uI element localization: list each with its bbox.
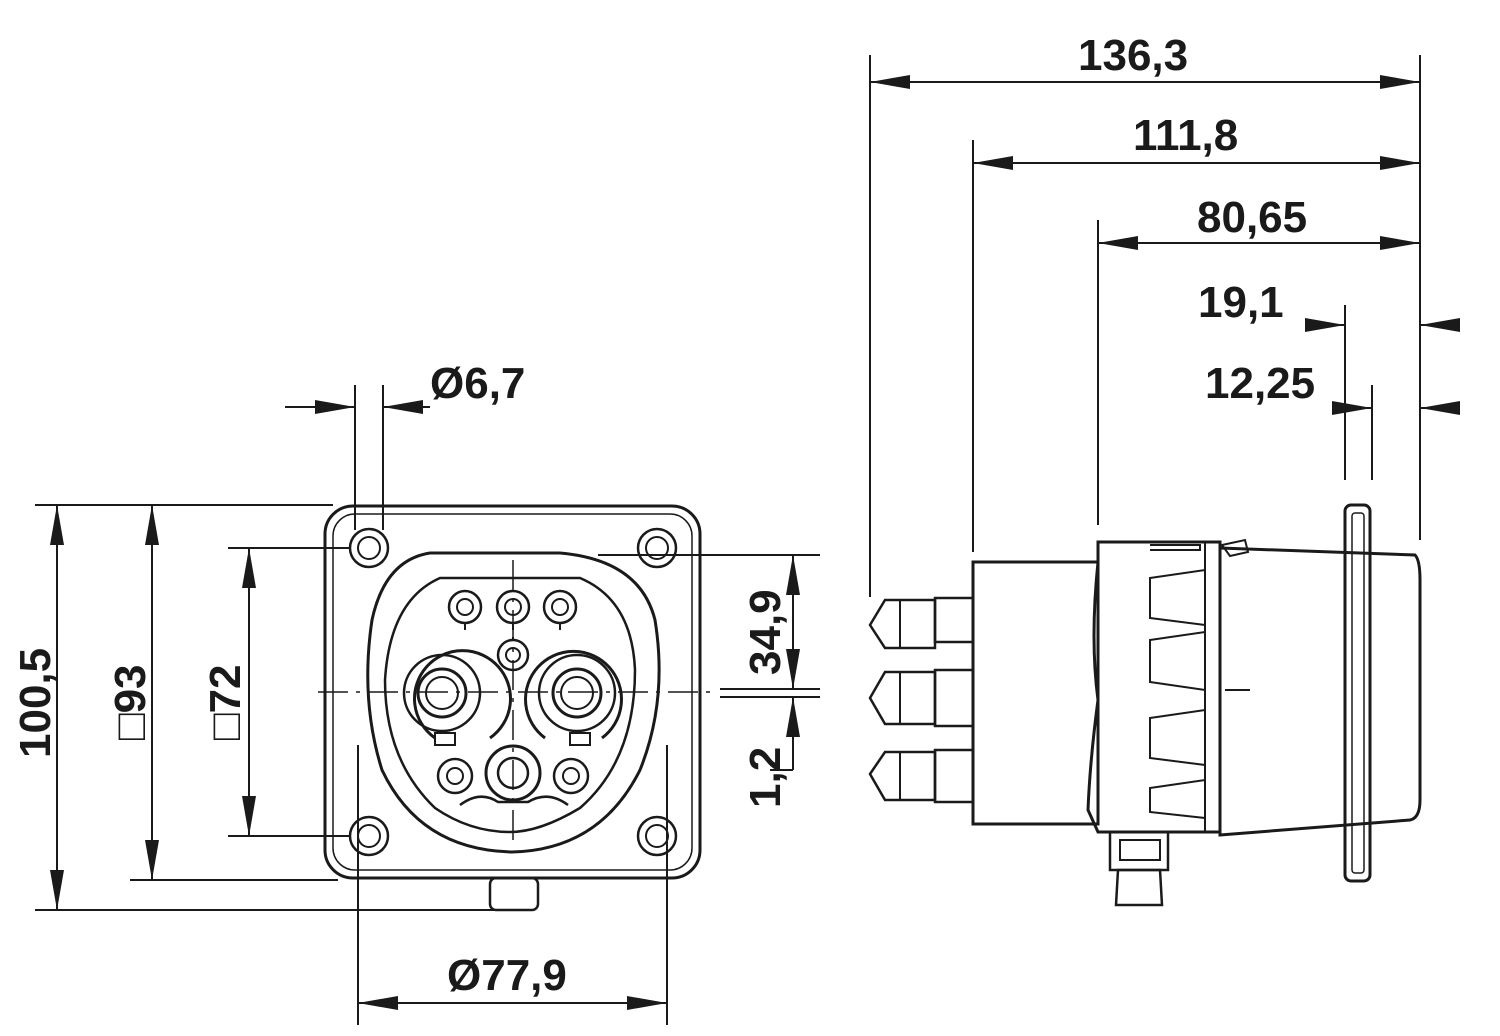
dc-contact-right [524, 649, 623, 746]
signal-pin [542, 589, 578, 630]
dim-length-total: 136,3 [1078, 31, 1188, 80]
dim-mount-square: □93 [106, 664, 155, 740]
rear-cover [971, 560, 1100, 826]
bottom-pin-left [436, 757, 474, 795]
dim-length-body: 111,8 [1133, 111, 1238, 160]
front-body [1218, 546, 1422, 837]
signal-pin [447, 589, 483, 630]
front-dimensions [35, 385, 820, 1025]
dim-socket-diameter: Ø77,9 [447, 951, 567, 1000]
mounting-hole-tl [348, 527, 390, 569]
drain-nipple [488, 876, 540, 912]
housing-ribs [1149, 542, 1221, 832]
flange [1343, 503, 1372, 883]
flange-inner [1351, 512, 1365, 874]
dim-flange-depth: 19,1 [1198, 278, 1284, 327]
keying-rib [459, 795, 569, 807]
dim-hole-diameter: Ø6,7 [430, 359, 525, 408]
dim-pin-offset: 34,9 [741, 589, 790, 675]
dim-height-overall: 100,5 [11, 648, 60, 758]
mounting-hole-tr [636, 527, 678, 569]
mounting-hole-br [636, 815, 678, 857]
dim-length-housing: 80,65 [1197, 193, 1307, 242]
dim-flange-thickness: 12,25 [1205, 359, 1315, 408]
socket-outline [366, 551, 661, 854]
side-drain [1108, 830, 1170, 907]
mounting-hole-bl [348, 815, 390, 857]
dc-contact-left [402, 649, 512, 746]
latch [1220, 538, 1250, 558]
front-view [318, 504, 710, 912]
dim-socket-square: □72 [201, 664, 250, 740]
dimension-labels: Ø6,7 100,5 □93 □72 34,9 1,2 Ø77,9 136,3 … [11, 31, 1315, 1000]
bottom-pin-right [552, 757, 590, 795]
main-housing [1086, 540, 1222, 834]
side-view [868, 503, 1422, 907]
cable-nozzle-bottom [868, 748, 975, 804]
cable-nozzle-mid [868, 668, 975, 728]
side-dimensions [869, 55, 1460, 597]
dim-center-offset: 1,2 [741, 747, 790, 808]
socket-inner-outline [383, 576, 637, 834]
cable-nozzle-top [868, 596, 975, 650]
